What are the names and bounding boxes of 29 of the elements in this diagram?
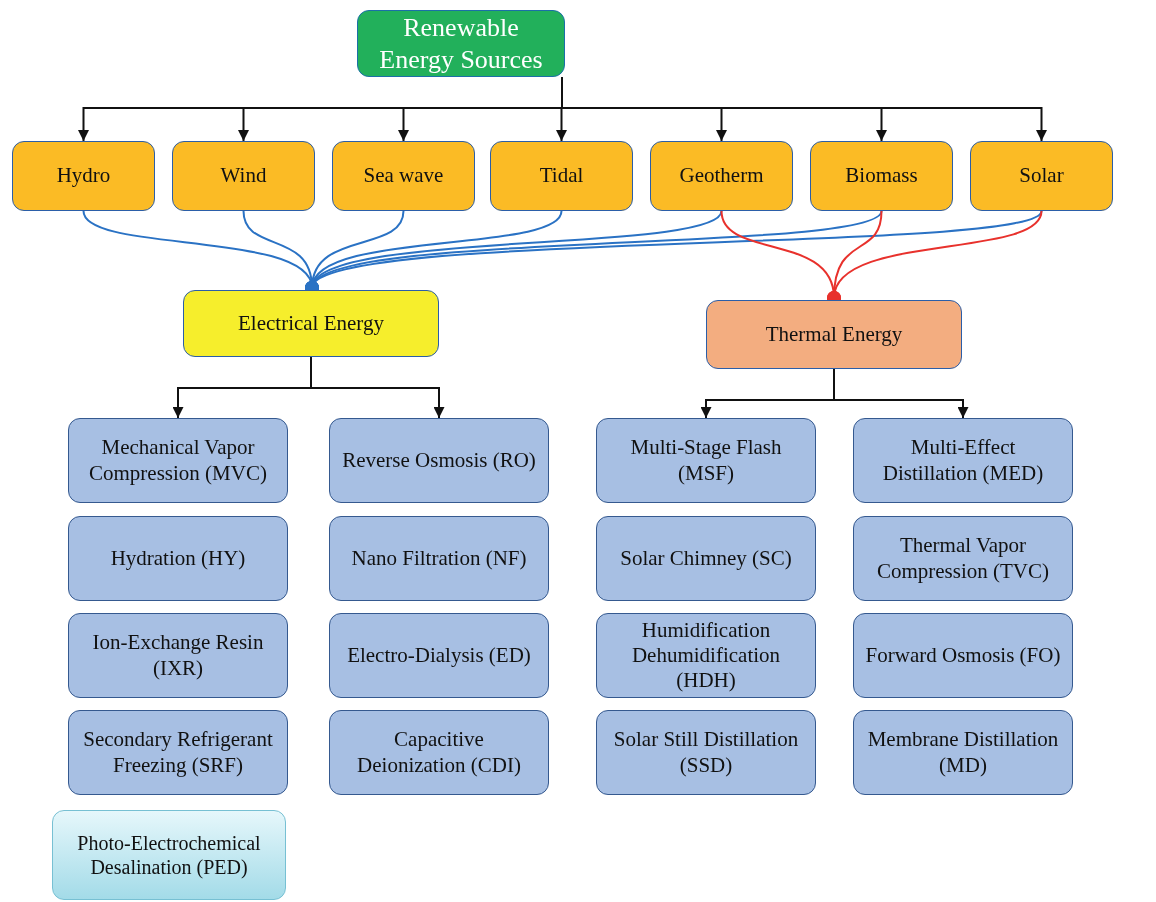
technology-box: Reverse Osmosis (RO) — [329, 418, 549, 503]
technology-box: Membrane Distillation (MD) — [853, 710, 1073, 795]
technology-box: Photo-Electrochemical Desalination (PED) — [52, 810, 286, 900]
technology-box: Nano Filtration (NF) — [329, 516, 549, 601]
technology-box: Electro-Dialysis (ED) — [329, 613, 549, 698]
technology-box: Hydration (HY) — [68, 516, 288, 601]
source-box: Hydro — [12, 141, 155, 211]
technology-box: Thermal Vapor Compression (TVC) — [853, 516, 1073, 601]
technology-box: Solar Still Distillation (SSD) — [596, 710, 816, 795]
technology-box: Forward Osmosis (FO) — [853, 613, 1073, 698]
arrow — [310, 356, 445, 419]
technology-box: Ion-Exchange Resin (IXR) — [68, 613, 288, 698]
technology-box: Solar Chimney (SC) — [596, 516, 816, 601]
arrow — [833, 368, 969, 419]
technology-box: Mechanical Vapor Compression (MVC) — [68, 418, 288, 503]
source-box: Wind — [172, 141, 315, 211]
technology-box: Multi-Effect Distillation (MED) — [853, 418, 1073, 503]
title-box: Renewable Energy Sources — [357, 10, 565, 77]
energy-box: Thermal Energy — [706, 300, 962, 369]
source-box: Sea wave — [332, 141, 475, 211]
source-box: Biomass — [810, 141, 953, 211]
source-box: Solar — [970, 141, 1113, 211]
technology-box: Multi-Stage Flash (MSF) — [596, 418, 816, 503]
energy-box: Electrical Energy — [183, 290, 439, 357]
technology-box: Humidification Dehumidification (HDH) — [596, 613, 816, 698]
source-box: Geotherm — [650, 141, 793, 211]
technology-box: Capacitive Deionization (CDI) — [329, 710, 549, 795]
technology-box: Secondary Refrigerant Freezing (SRF) — [68, 710, 288, 795]
source-box: Tidal — [490, 141, 633, 211]
